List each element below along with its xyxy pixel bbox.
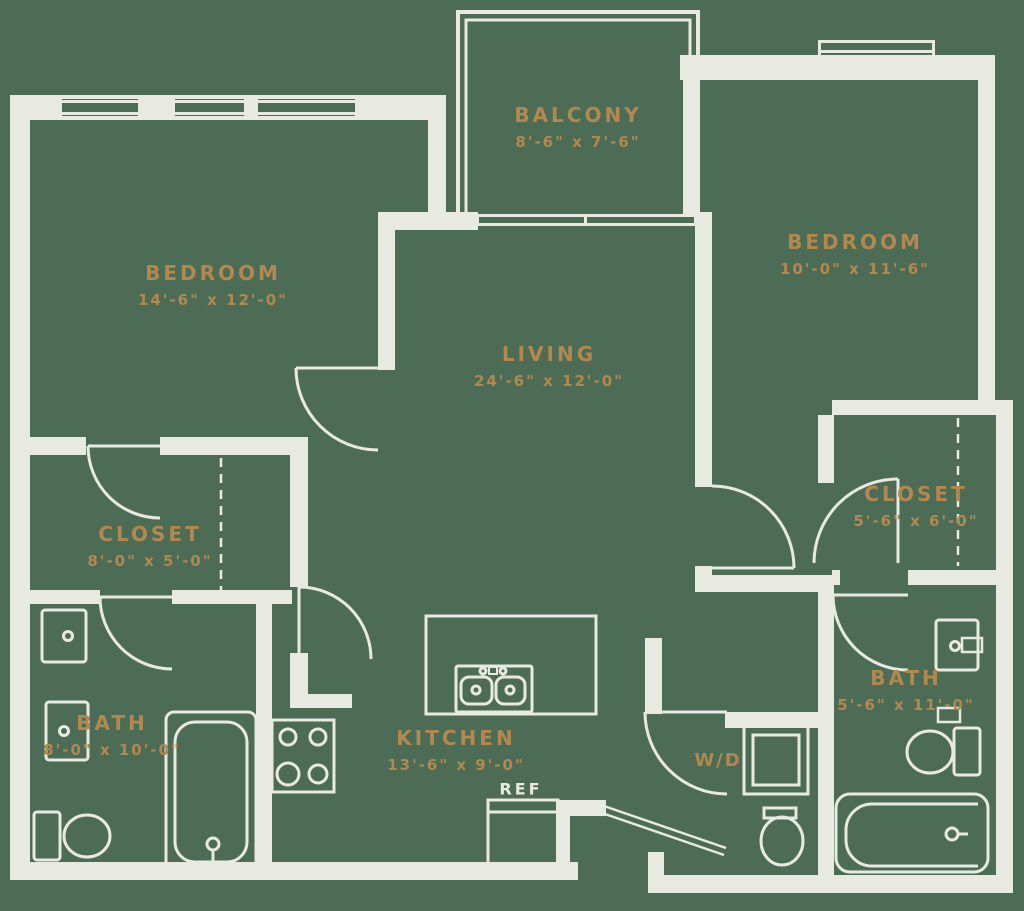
bath-left-door bbox=[98, 595, 173, 671]
hall-door bbox=[297, 585, 373, 660]
balcony-railing bbox=[456, 10, 700, 213]
bedroom-left-windows bbox=[62, 99, 355, 116]
walls bbox=[10, 55, 1013, 893]
bath-right-door bbox=[831, 593, 909, 672]
bedroom-left-door bbox=[294, 366, 379, 452]
vanity-sink-icon bbox=[44, 700, 90, 762]
closet-dashed-rods bbox=[219, 418, 960, 596]
door-arcs bbox=[86, 366, 909, 857]
refrigerator-icon bbox=[486, 798, 560, 880]
bedroom-right-window bbox=[818, 40, 935, 56]
stove-icon bbox=[270, 718, 336, 794]
washer-dryer-door bbox=[643, 710, 728, 796]
bedroom-right-door bbox=[711, 484, 796, 570]
kitchen-sink-icon bbox=[454, 664, 534, 714]
bathtub-icon bbox=[164, 710, 258, 872]
vanity-sink-icon bbox=[40, 608, 88, 664]
toilet-icon bbox=[32, 810, 112, 862]
bath-shelf-icon bbox=[936, 706, 962, 724]
pedestal-sink-icon bbox=[759, 806, 805, 867]
toilet-icon bbox=[905, 726, 982, 777]
vanity-sink-icon bbox=[934, 618, 984, 672]
closet-left-door bbox=[86, 444, 161, 520]
entry-door bbox=[601, 804, 727, 857]
kitchen-island bbox=[424, 614, 598, 716]
closet-right-door bbox=[812, 477, 900, 564]
balcony-sliding-door bbox=[476, 214, 697, 226]
fixtures bbox=[32, 608, 990, 880]
bathtub-icon bbox=[834, 792, 990, 874]
washer-dryer-icon bbox=[742, 724, 810, 796]
